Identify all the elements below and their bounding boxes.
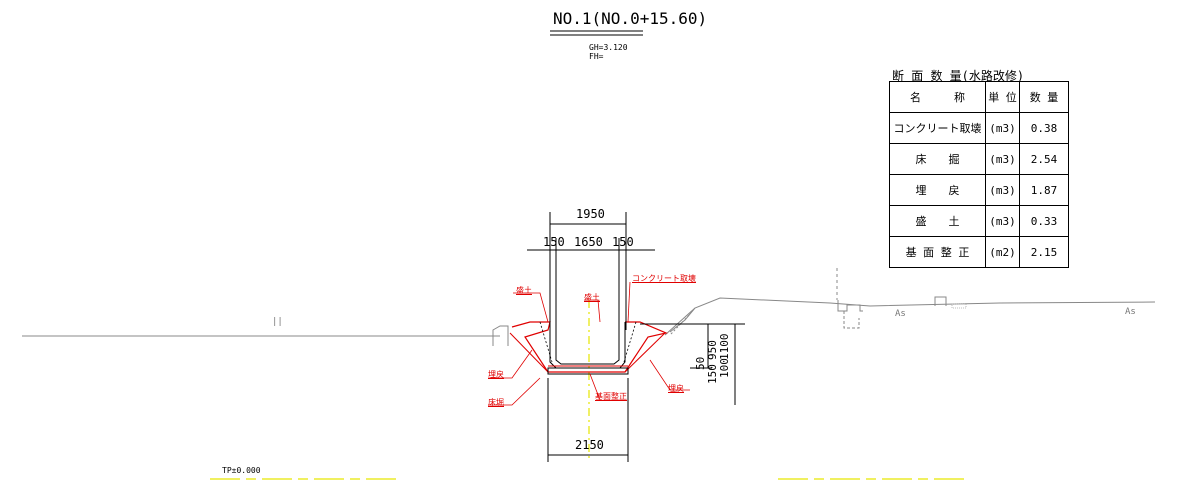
dim-100: 100 [718,358,731,378]
row-name: 基 面 整 正 [889,236,986,268]
old-wall-left [539,321,553,363]
row-name: 床 掘 [889,143,986,175]
dim-150-left: 150 [543,235,565,249]
label-concrete-removal: コンクリート取壊 [632,274,696,283]
row-unit: (m3) [985,205,1020,237]
section-title: NO.1(NO.0+15.60) [553,9,708,28]
ground-height: GH=3.120 [589,43,628,52]
right-gutter [837,300,863,312]
row-unit: (m3) [985,174,1020,206]
formation-height: FH= [589,52,604,61]
label-tokobori: 床堀 [488,398,504,407]
row-unit: (m3) [985,143,1020,175]
row-qty: 1.87 [1019,174,1069,206]
excavation-right-slope [624,332,666,373]
header-qty: 数 量 [1019,81,1069,113]
label-umemodoshi-right: 埋戻 [668,384,684,393]
dim-1650: 1650 [574,235,603,249]
table-header-row: 名 称 単 位 数 量 [889,81,1069,113]
leader-umemodoshi-left [488,349,533,379]
dim-150-right: 150 [612,235,634,249]
row-name: コンクリート取壊 [889,112,986,144]
label-morido-left: 盛土 [516,286,532,295]
right-pad [951,303,967,309]
row-qty: 2.54 [1019,143,1069,175]
quantity-table: 名 称 単 位 数 量 コンクリート取壊 (m3) 0.38 床 掘 (m3) … [889,81,1069,268]
right-slope [664,307,696,336]
label-umemodoshi-left: 埋戻 [488,370,504,379]
row-name: 埋 戻 [889,174,986,206]
ground-marker: || [272,317,283,327]
leader-umemodoshi-right [649,359,690,391]
label-morido-center: 盛土 [584,293,600,302]
flume-inner [555,322,620,365]
table-row: 埋 戻 (m3) 1.87 [889,174,1069,206]
leader-tokobori [488,377,541,406]
leader-kimen [589,373,601,401]
leader-morido-center [584,299,601,323]
flume-outer [549,322,626,369]
ground-line-right [669,297,1156,333]
quantity-table-title: 断 面 数 量(水路改修) [892,69,1025,83]
excavation-left-slope [509,332,549,373]
datum-label: TP±0.000 [222,466,261,475]
row-unit: (m3) [985,112,1020,144]
row-qty: 2.15 [1019,236,1069,268]
right-gutter-dashed [843,311,860,329]
base-slab [547,367,629,375]
dim-1950: 1950 [576,207,605,221]
dim-2150: 2150 [575,438,604,452]
label-kimen-seisei: 基面整正 [595,392,627,401]
surface-as-right: As [1125,307,1136,317]
old-wall-right [623,321,637,363]
height-readout: GH=3.120 FH= [589,43,628,61]
table-row: 基 面 整 正 (m2) 2.15 [889,236,1069,268]
surface-as-left: As [895,309,906,319]
leader-concrete [627,281,631,323]
row-qty: 0.33 [1019,205,1069,237]
dim-1100: 1100 [718,333,731,361]
row-qty: 0.38 [1019,112,1069,144]
row-name: 盛 土 [889,205,986,237]
row-unit: (m2) [985,236,1020,268]
left-curb [492,325,509,346]
header-unit: 単 位 [985,81,1020,113]
leader-morido-left [513,292,549,323]
right-block [934,296,947,306]
table-row: コンクリート取壊 (m3) 0.38 [889,112,1069,144]
table-row: 床 掘 (m3) 2.54 [889,143,1069,175]
table-row: 盛 土 (m3) 0.33 [889,205,1069,237]
header-name: 名 称 [889,81,986,113]
